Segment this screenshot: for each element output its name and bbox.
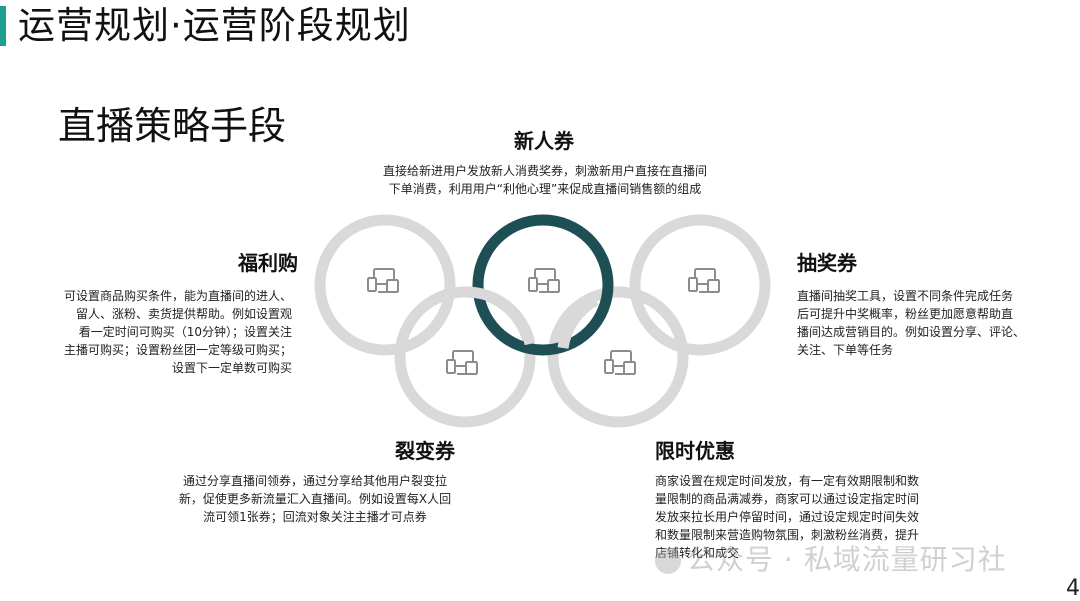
- ring-overlap-fission: [465, 286, 536, 346]
- ring-limited: [547, 286, 689, 428]
- devices-icon: [367, 268, 399, 293]
- lottery-coupon-title: 抽奖券: [797, 251, 857, 275]
- fission-coupon-desc: 通过分享直播间领券，通过分享给其他用户裂变拉 新，促使更多新流量汇入直播间。例如…: [178, 474, 452, 524]
- devices-icon: [528, 268, 560, 293]
- limited-offer-title: 限时优惠: [655, 439, 735, 463]
- welfare-purchase-title: 福利购: [238, 251, 298, 275]
- section-title: 直播策略手段: [58, 104, 287, 148]
- ring-overlap-limited: [557, 295, 599, 349]
- ring-fission: [394, 286, 536, 428]
- devices-icon: [688, 268, 720, 293]
- limited-offer-desc: 商家设置在规定时间发放，有一定有效期限制和数 量限制的商品满减券，商家可以通过设…: [655, 474, 920, 560]
- ring-welfare: [314, 214, 456, 356]
- new-user-coupon-title: 新人券: [514, 129, 574, 153]
- watermark-text: 公众号 · 私域流量研习社: [687, 543, 1007, 576]
- title-accent-bar: [0, 6, 6, 46]
- fission-coupon-title: 裂变券: [395, 439, 455, 463]
- wechat-logo-icon: [655, 548, 681, 574]
- ring-new-user: [472, 214, 614, 356]
- lottery-coupon-desc: 直播间抽奖工具，设置不同条件完成任务 后可提升中奖概率，粉丝更加愿意帮助直 播间…: [797, 289, 1026, 357]
- new-user-coupon-desc: 直接给新进用户发放新人消费奖券，刺激新用户直接在直播间 下单消费，利用用户“利他…: [382, 164, 707, 196]
- page-title: 运营规划·运营阶段规划: [18, 4, 411, 47]
- ring-lottery: [629, 214, 771, 356]
- welfare-purchase-desc: 可设置商品购买条件，能为直播间的进人、 留人、涨粉、卖货提供帮助。例如设置观 看…: [63, 289, 292, 375]
- page-number: 4: [1066, 576, 1080, 601]
- watermark: 公众号 · 私域流量研习社: [655, 538, 1007, 578]
- devices-icon: [446, 350, 478, 375]
- devices-icon: [604, 350, 636, 375]
